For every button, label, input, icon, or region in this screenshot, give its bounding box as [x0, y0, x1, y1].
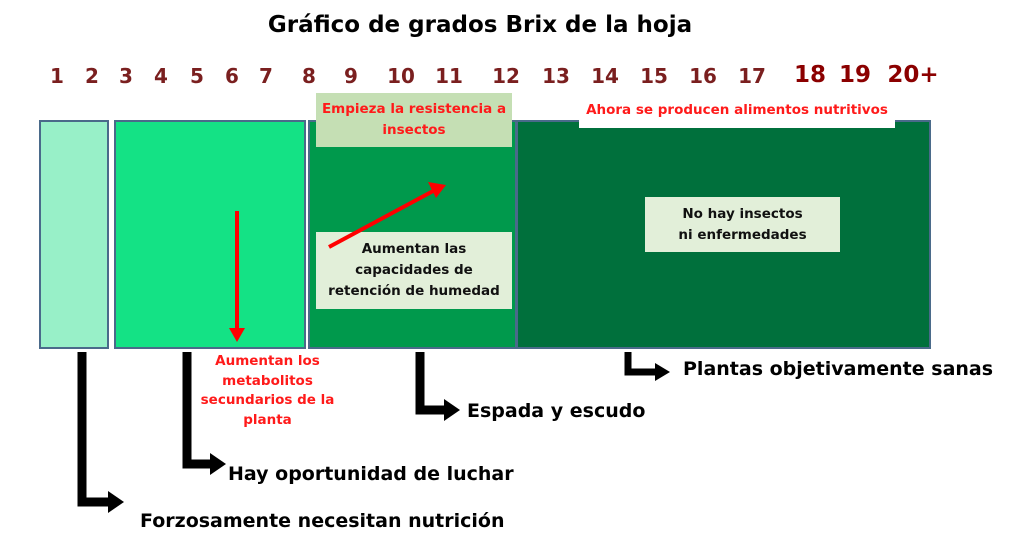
zone-1-box	[39, 120, 109, 349]
scale-4: 4	[154, 64, 168, 88]
scale-16: 16	[689, 64, 717, 88]
scale-14: 14	[591, 64, 619, 88]
scale-2: 2	[85, 64, 99, 88]
scale-19: 19	[838, 62, 872, 88]
diagram-title: Gráfico de grados Brix de la hoja	[267, 12, 693, 38]
scale-8: 8	[302, 64, 316, 88]
nutritious-note: Ahora se producen alimentos nutritivos	[579, 93, 895, 128]
no-insects-note: No hay insectos ni enfermedades	[645, 197, 840, 252]
scale-12: 12	[492, 64, 520, 88]
scale-9: 9	[344, 64, 358, 88]
scale-10: 10	[387, 64, 415, 88]
scale-6: 6	[225, 64, 239, 88]
caption-zone-1: Forzosamente necesitan nutrición	[140, 510, 505, 532]
scale-1: 1	[50, 64, 64, 88]
bent-arrow-zone-3	[415, 352, 460, 421]
bent-arrow-zone-4	[624, 352, 670, 381]
metabolites-note: Aumentan los metabolitos secundarios de …	[200, 353, 335, 428]
scale-13: 13	[542, 64, 570, 88]
red-down-arrow	[229, 211, 245, 342]
scale-7: 7	[259, 64, 273, 88]
scale-3: 3	[119, 64, 133, 88]
scale-15: 15	[640, 64, 668, 88]
scale-18: 18	[793, 62, 827, 88]
resistance-note: Empieza la resistencia a insectos	[316, 93, 512, 147]
scale-11: 11	[435, 64, 463, 88]
bent-arrow-zone-2	[182, 352, 226, 475]
humidity-note: Aumentan las capacidades de retención de…	[316, 232, 512, 309]
scale-17: 17	[738, 64, 766, 88]
red-diagonal-arrow	[328, 182, 446, 249]
caption-zone-2: Hay oportunidad de luchar	[228, 463, 514, 485]
caption-zone-4: Plantas objetivamente sanas	[683, 358, 994, 380]
bent-arrow-zone-1	[77, 352, 124, 513]
scale-5: 5	[190, 64, 204, 88]
caption-zone-3: Espada y escudo	[467, 400, 646, 422]
scale-20-plus: 20+	[887, 62, 939, 88]
zone-2-box	[114, 120, 306, 349]
